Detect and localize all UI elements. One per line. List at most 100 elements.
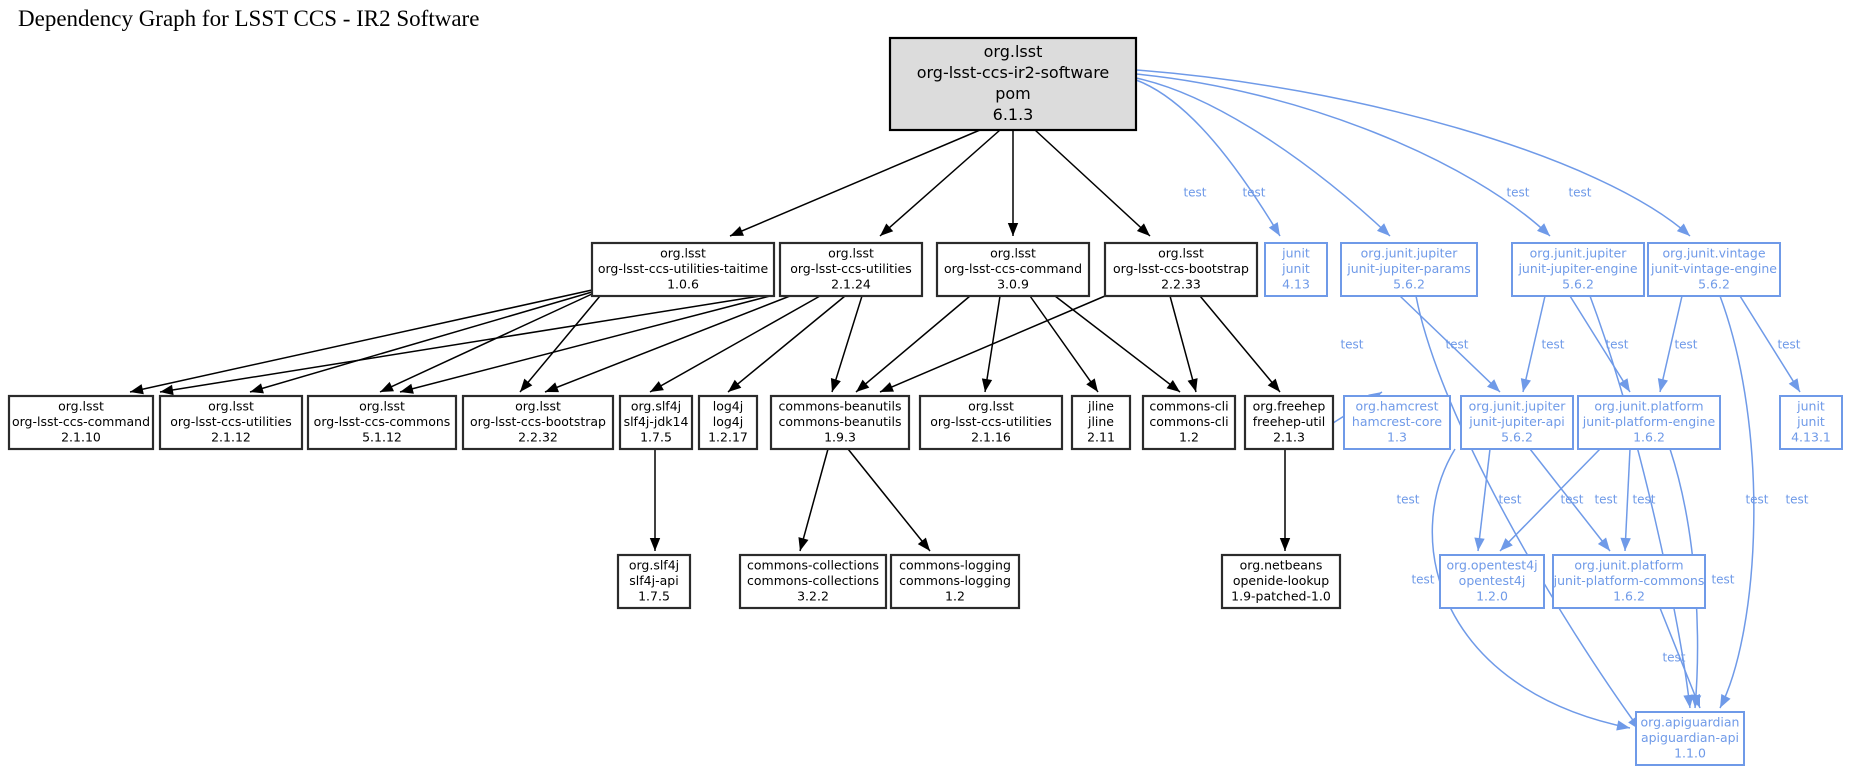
node-box[interactable] — [1103, 241, 1259, 298]
node-box[interactable] — [769, 394, 911, 451]
node-box[interactable] — [616, 553, 692, 610]
node-box[interactable] — [918, 394, 1064, 451]
node-group-id: org.netbeans — [1240, 558, 1323, 573]
arrowhead-icon — [981, 378, 993, 392]
node-box[interactable] — [1343, 395, 1451, 450]
node-box[interactable] — [1439, 554, 1545, 609]
graph-node-root[interactable]: org.lsstorg-lsst-ccs-ir2-softwarepom6.1.… — [888, 36, 1138, 132]
node-group-id: org.freehep — [1253, 399, 1326, 414]
edge-root-to-bootstrap-2233 — [1034, 129, 1151, 237]
node-box[interactable] — [1577, 395, 1721, 450]
node-box[interactable] — [697, 394, 759, 451]
arrowhead-icon — [1166, 379, 1180, 392]
node-artifact-id: jline — [1087, 414, 1114, 429]
graph-node-utilities-taitime[interactable]: org.lsstorg-lsst-ccs-utilities-taitime1.… — [590, 241, 776, 298]
node-box[interactable] — [1552, 554, 1706, 609]
arrowhead-icon — [856, 379, 870, 392]
graph-node-platform-engine[interactable]: org.junit.platformjunit-platform-engine1… — [1577, 395, 1721, 450]
graph-node-commons-collections[interactable]: commons-collectionscommons-collections3.… — [738, 553, 888, 610]
node-box[interactable] — [618, 394, 694, 451]
node-group-id: log4j — [713, 399, 743, 414]
node-box[interactable] — [7, 394, 155, 451]
arrowhead-icon — [1474, 537, 1485, 551]
edge-utilities-2124-to-commons-beanutils — [831, 295, 863, 393]
node-version: 1.6.2 — [1633, 430, 1665, 445]
node-box[interactable] — [1647, 242, 1781, 297]
edge-commons-beanutils-to-commons-logging — [847, 448, 931, 552]
edge-jupiter-params-to-jupiter-api — [1399, 295, 1501, 393]
graph-node-platform-commons[interactable]: org.junit.platformjunit-platform-commons… — [1552, 554, 1706, 609]
edge-platform-commons-to-apiguardian-api — [1659, 607, 1701, 709]
node-artifact-id: org-lsst-ccs-utilities — [930, 414, 1052, 429]
node-box[interactable] — [1141, 394, 1237, 451]
edge-label-test: test — [1711, 573, 1734, 587]
arrowhead-icon — [917, 537, 930, 551]
node-group-id: org.slf4j — [629, 558, 679, 573]
node-version: 2.1.24 — [831, 277, 871, 292]
node-box[interactable] — [1243, 394, 1335, 451]
node-box[interactable] — [935, 241, 1091, 298]
arrowhead-icon — [1520, 378, 1531, 392]
node-group-id: org.lsst — [1158, 246, 1204, 261]
node-box[interactable] — [1779, 395, 1843, 450]
node-artifact-id: org-lsst-ccs-commons — [314, 414, 451, 429]
node-box[interactable] — [1264, 242, 1328, 297]
node-group-id: commons-cli — [1149, 399, 1228, 414]
node-box[interactable] — [461, 394, 615, 451]
node-version: 3.2.2 — [797, 589, 829, 604]
node-box[interactable] — [158, 394, 304, 451]
node-artifact-id: slf4j-jdk14 — [624, 414, 689, 429]
node-box[interactable] — [590, 241, 776, 298]
edge-label-test: test — [1242, 186, 1265, 200]
edge-label-test: test — [1745, 493, 1768, 507]
edge-vintage-engine-to-junit-4131 — [1739, 295, 1801, 393]
node-version: 1.0.6 — [667, 277, 699, 292]
node-artifact-id: openide-lookup — [1233, 573, 1329, 588]
graph-node-openide-lookup[interactable]: org.netbeansopenide-lookup1.9-patched-1.… — [1220, 553, 1342, 610]
node-box[interactable] — [306, 394, 458, 451]
node-box[interactable] — [1340, 242, 1478, 297]
node-box[interactable] — [1220, 553, 1342, 610]
arrowhead-icon — [1136, 223, 1150, 236]
node-artifact-id: commons-collections — [747, 573, 879, 588]
edge-label-test: test — [1506, 186, 1529, 200]
node-box[interactable] — [738, 553, 888, 610]
node-box[interactable] — [778, 241, 924, 298]
node-box[interactable] — [1070, 394, 1132, 451]
node-box[interactable] — [888, 36, 1138, 132]
node-box[interactable] — [1511, 242, 1645, 297]
graph-node-vintage-engine[interactable]: org.junit.vintagejunit-vintage-engine5.6… — [1647, 242, 1781, 297]
node-box[interactable] — [889, 553, 1021, 610]
edge-utilities-2124-to-slf4j-jdk14 — [649, 295, 821, 393]
graph-node-jupiter-params[interactable]: org.junit.jupiterjunit-jupiter-params5.6… — [1340, 242, 1478, 297]
graph-node-jupiter-engine[interactable]: org.junit.jupiterjunit-jupiter-engine5.6… — [1511, 242, 1645, 297]
node-box[interactable] — [1460, 395, 1574, 450]
edge-label-test: test — [1560, 493, 1583, 507]
node-box[interactable] — [1635, 711, 1745, 766]
node-group-id: org.lsst — [984, 42, 1043, 61]
node-group-id: org.junit.platform — [1574, 558, 1683, 573]
